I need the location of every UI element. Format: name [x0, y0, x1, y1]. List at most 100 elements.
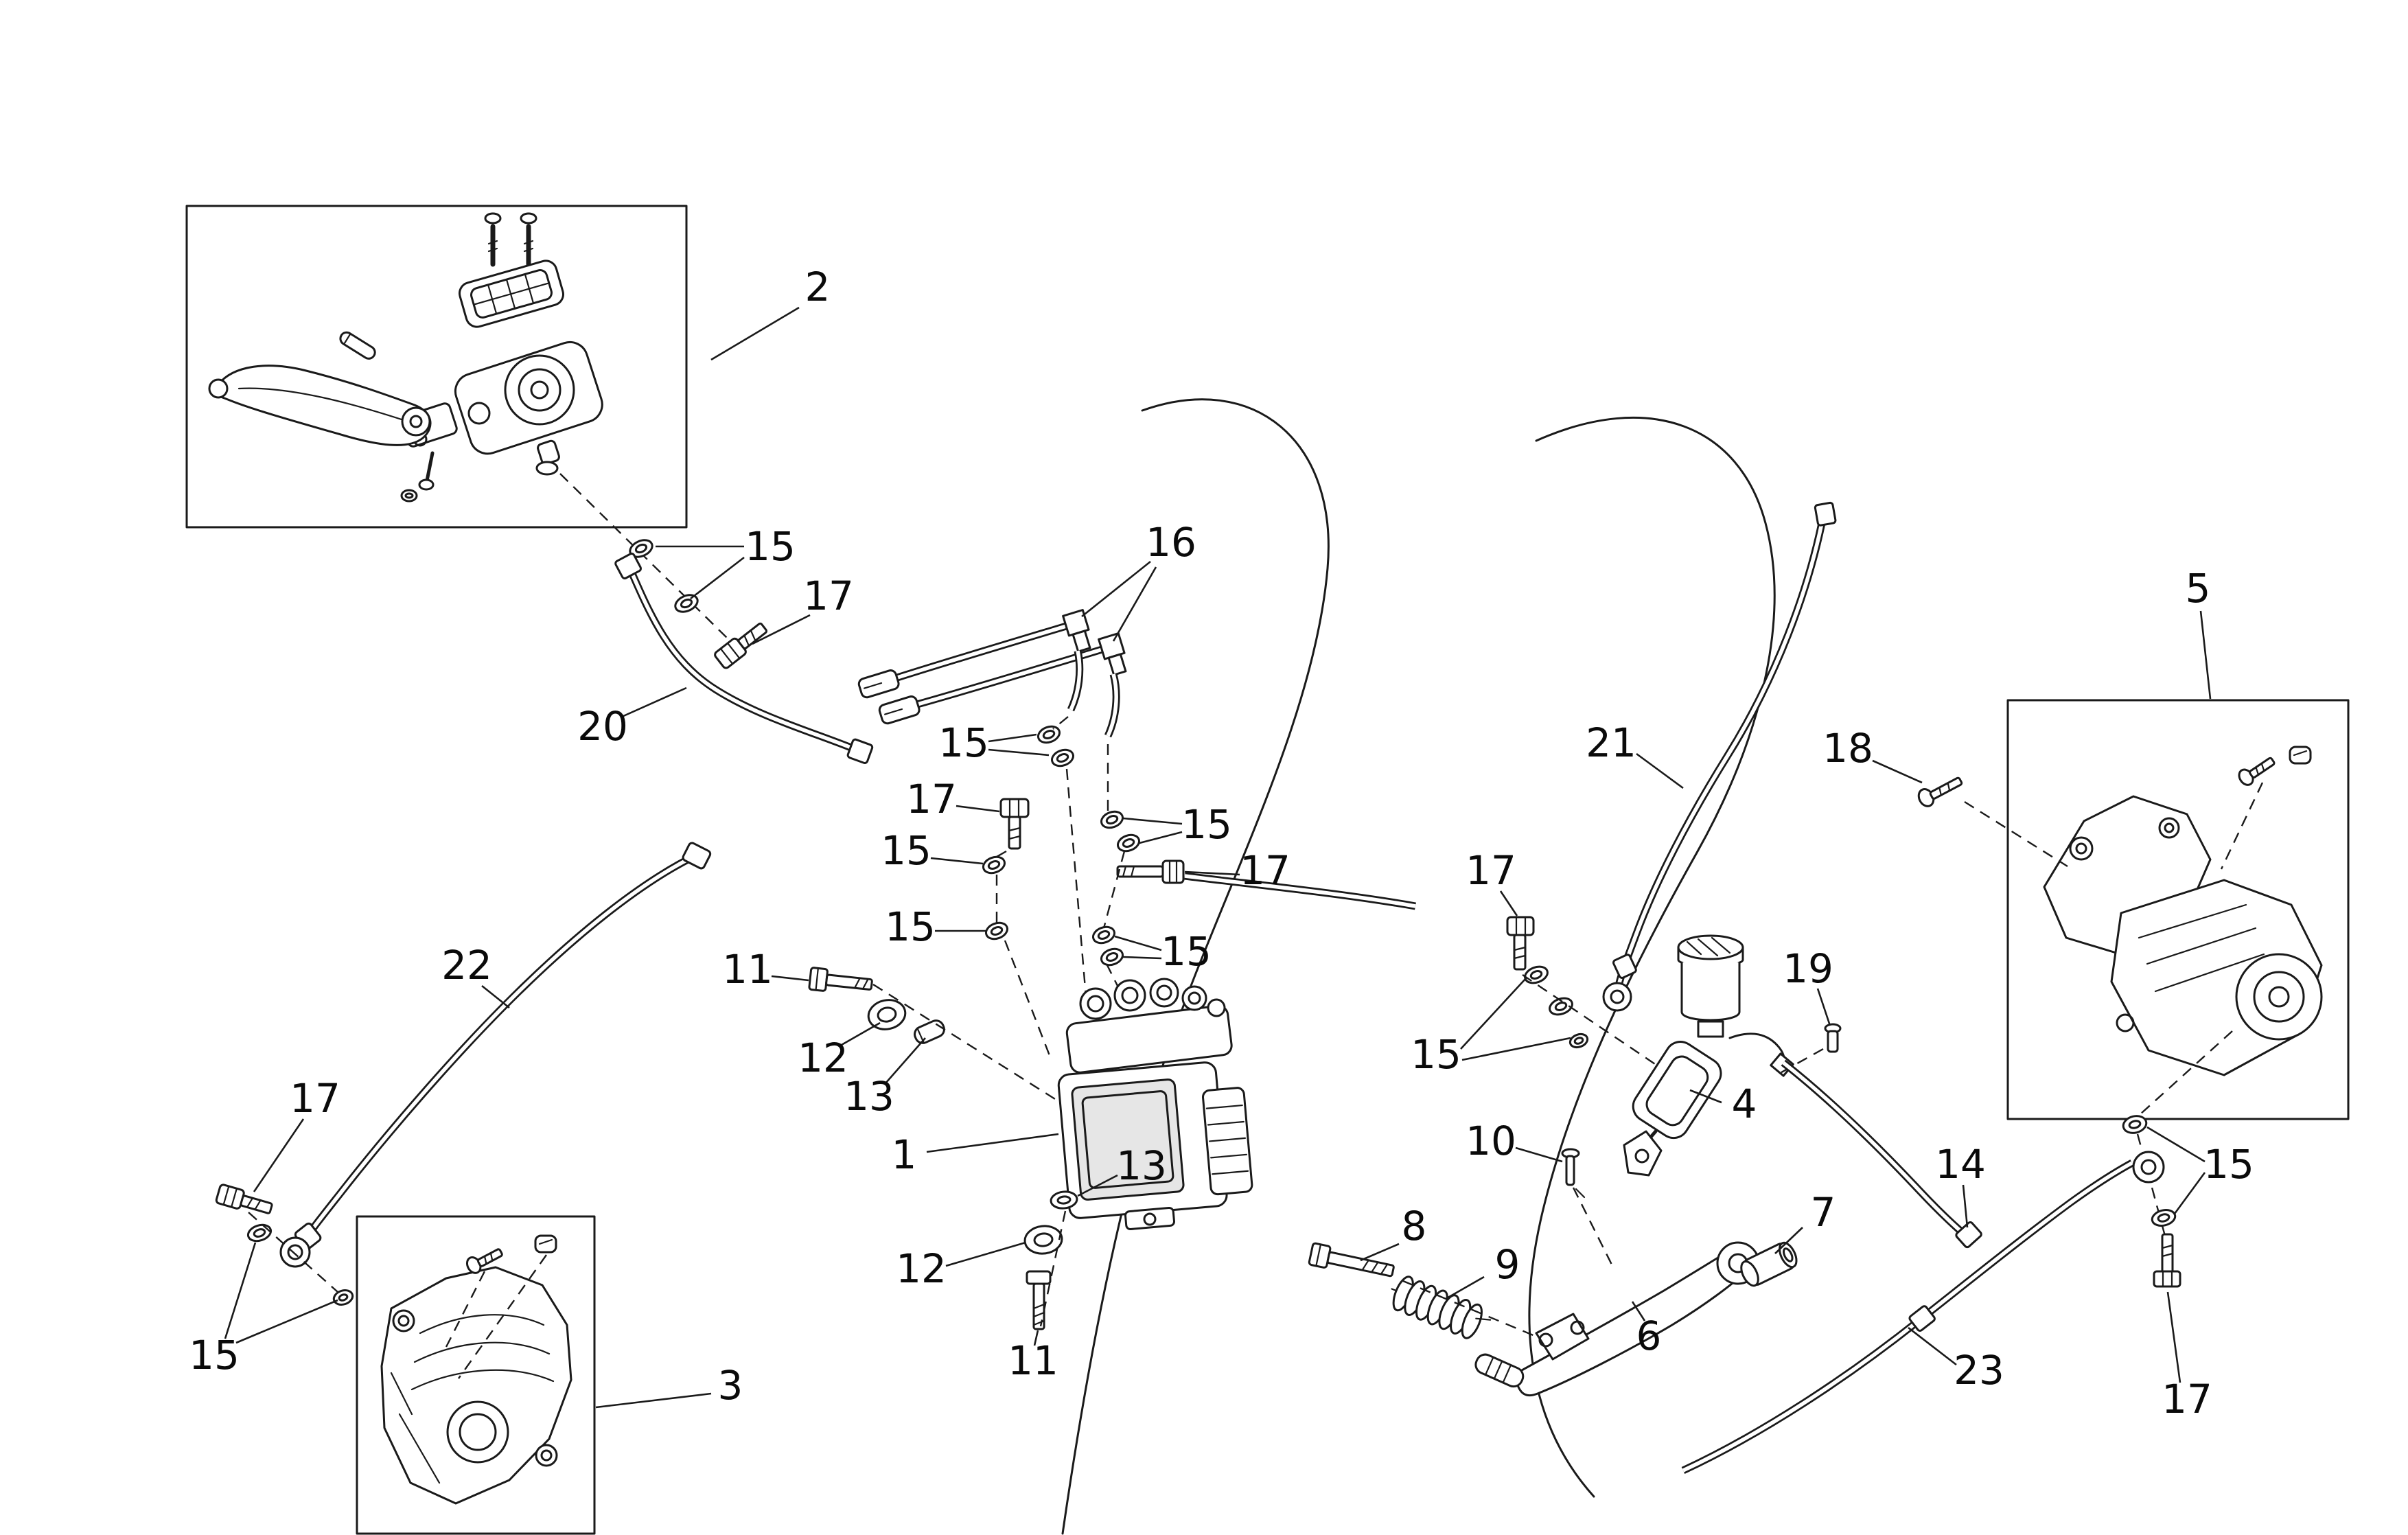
part-callout-23-36: 23: [1954, 1347, 2004, 1394]
front-brake-hose-22: [279, 842, 712, 1268]
callout-leader-line: [1774, 1227, 1803, 1254]
caliper-screw-18: [1917, 776, 2068, 868]
spacer-collar: [914, 1019, 945, 1044]
part-callout-15-10: 15: [885, 903, 936, 950]
part-callout-8-31: 8: [1402, 1203, 1427, 1249]
banjo-bolt: [215, 1184, 273, 1214]
part-callout-10-30: 10: [1466, 1118, 1516, 1164]
part-callout-15-27: 15: [1411, 1031, 1461, 1078]
reservoir-screw: [520, 212, 537, 267]
callout-leader-line: [2146, 1126, 2206, 1163]
front-master-cylinder-box: [185, 205, 730, 640]
part-callout-20-3: 20: [577, 703, 628, 750]
abs-mount-hardware-bottom: [1023, 1190, 1078, 1330]
part-callout-13-16: 13: [1116, 1142, 1167, 1189]
bleed-screw: [465, 1248, 503, 1274]
callout-leader-line: [710, 306, 800, 361]
callout-leader-line: [690, 556, 745, 600]
part-callout-9-32: 9: [1495, 1241, 1520, 1288]
part-callout-2-0: 2: [805, 264, 831, 310]
abs-connector-block: [1202, 1087, 1253, 1196]
pedal-toe-peg: [1474, 1353, 1525, 1388]
banjo-bolt: [714, 622, 768, 669]
rear-banjo-hardware: [1506, 916, 1662, 1069]
part-callout-22-19: 22: [441, 942, 492, 989]
reservoir-screw: [484, 212, 502, 267]
callout-leader-line: [1184, 870, 1240, 876]
callout-leader-line: [988, 748, 1050, 757]
callout-leader-line: [930, 857, 984, 865]
callout-leader-line: [1139, 831, 1183, 844]
callout-leader-line: [1816, 988, 1831, 1026]
rear-brake-hose-21: [1602, 501, 1837, 1012]
part-callout-17-6: 17: [906, 776, 957, 822]
callout-leader-line: [1114, 935, 1162, 951]
bleed-cap: [534, 1234, 557, 1254]
frame-reference-curves: [1061, 398, 1776, 1535]
callout-leader-line: [481, 984, 510, 1009]
callout-leader-line: [1445, 1276, 1485, 1300]
callout-leader-line: [1499, 890, 1518, 916]
callout-leader-line: [1631, 1301, 1646, 1322]
pipe-fitting: [1062, 609, 1091, 653]
sealing-washer: [629, 539, 653, 558]
pivot-bolt-8: [1308, 1242, 1395, 1278]
part-callout-3-22: 3: [718, 1362, 743, 1409]
part-callout-11-18: 11: [1008, 1337, 1058, 1384]
part-callout-15-7: 15: [881, 827, 931, 874]
callout-leader-line: [885, 1037, 926, 1084]
banjo-bolt: [2153, 1233, 2181, 1288]
callout-leader-line: [595, 1392, 712, 1409]
part-callout-4-29: 4: [1732, 1081, 1757, 1127]
clevis-pin-10: [1561, 1148, 1616, 1271]
callout-leader-line: [1461, 1037, 1571, 1061]
callout-leader-line: [1360, 1243, 1400, 1262]
part-callout-17-9: 17: [1240, 847, 1290, 894]
rubber-grommet: [867, 999, 907, 1030]
bleed-cap: [2289, 746, 2312, 765]
part-callout-18-24: 18: [1822, 725, 1873, 772]
callout-leader-line: [945, 1241, 1026, 1267]
rear-caliper: [2043, 795, 2323, 1076]
part-callout-17-26: 17: [1466, 847, 1516, 894]
part-callout-15-8: 15: [1181, 801, 1232, 848]
pipe-connector: [857, 669, 900, 699]
brake-pipes-16: [857, 609, 1127, 736]
part-callout-17-38: 17: [2162, 1376, 2212, 1422]
part-callout-17-20: 17: [290, 1075, 340, 1122]
part-callout-14-35: 14: [1935, 1141, 1986, 1188]
callout-leader-line: [1908, 1326, 1957, 1366]
part-callout-5-23: 5: [2186, 565, 2211, 612]
pipe-connector: [878, 695, 921, 725]
front-caliper-box: [356, 1215, 596, 1535]
callout-leader-lines: [224, 306, 2212, 1409]
callout-leader-line: [2199, 610, 2212, 700]
callout-leader-line: [752, 614, 811, 645]
callout-leader-line: [1122, 956, 1162, 960]
callout-leader-line: [1962, 1184, 1969, 1228]
banjo-bolt-vertical: [999, 798, 1030, 850]
part-callout-15-1: 15: [745, 523, 796, 570]
part-callout-15-37: 15: [2203, 1141, 2254, 1188]
callout-leader-line: [988, 733, 1037, 743]
abs-port-hardware: [982, 716, 1415, 1058]
callout-leader-line: [771, 975, 809, 982]
part-callout-1-15: 1: [892, 1131, 917, 1178]
master-cylinder-body: [454, 341, 603, 476]
pivot-bushing-7: [1740, 1241, 1798, 1287]
brake-pedal-assembly: [1402, 1241, 1798, 1397]
callout-leader-line: [1872, 759, 1923, 784]
part-callout-15-11: 15: [1161, 928, 1212, 975]
banjo-bolt-horizontal: [1116, 859, 1185, 884]
part-callout-17-2: 17: [803, 573, 854, 619]
callout-leader-line: [235, 1299, 338, 1344]
reservoir-cap: [459, 259, 564, 328]
callout-leader-line: [2173, 1172, 2206, 1214]
callout-leader-line: [956, 805, 1000, 813]
part-callout-6-34: 6: [1636, 1313, 1662, 1359]
sealing-washer: [674, 594, 699, 613]
callout-leader-line: [1689, 1089, 1722, 1104]
